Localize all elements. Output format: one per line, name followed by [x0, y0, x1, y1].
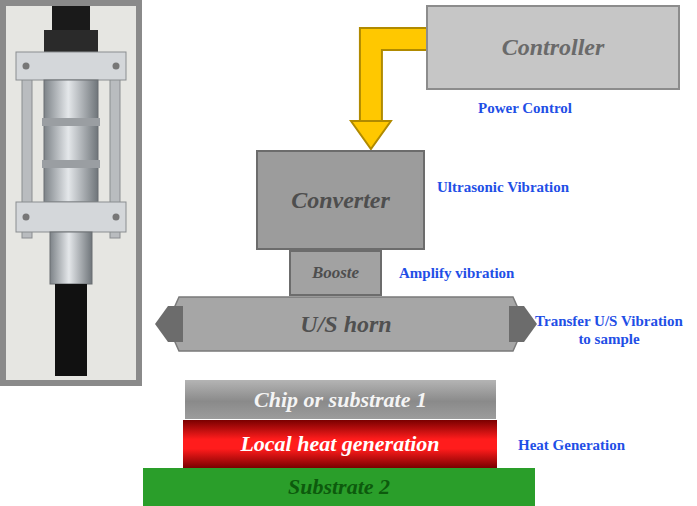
device-photo — [0, 0, 142, 386]
photo-frame — [0, 0, 142, 386]
screw — [113, 214, 120, 221]
photo-ground — [6, 6, 136, 380]
screw — [113, 63, 120, 70]
ring — [42, 160, 100, 168]
top-plate — [16, 52, 126, 80]
step-note: Ultrasonic Vibration — [437, 178, 569, 196]
lower-plate — [16, 202, 126, 232]
horn-end — [509, 306, 537, 342]
screw — [23, 63, 30, 70]
controller-box: Controller — [426, 5, 680, 90]
screw — [23, 214, 30, 221]
node-label: Chip or substrate 1 — [254, 387, 427, 413]
node-label: Booste — [312, 263, 359, 283]
heat-zone: Local heat generation — [183, 420, 497, 468]
horn-end — [155, 306, 183, 342]
arrow-head — [351, 121, 391, 149]
booster-box: Booste — [289, 250, 382, 296]
ring — [42, 118, 100, 126]
substrate-layer: Substrate 2 — [143, 468, 535, 506]
power-arrow — [351, 39, 426, 149]
node-label: U/S horn — [300, 311, 391, 338]
converter-body — [44, 80, 98, 202]
node-label: Controller — [502, 34, 605, 61]
node-label: Substrate 2 — [288, 474, 390, 500]
cable — [52, 6, 90, 32]
arrow-outline — [371, 39, 426, 123]
step-note: Heat Generation — [518, 436, 625, 454]
horn-shape: U/S horn — [155, 296, 537, 352]
step-note: Power Control — [478, 99, 572, 117]
booster-body — [50, 232, 92, 284]
step-note: Amplify vibration — [399, 264, 514, 282]
node-label: Converter — [291, 187, 390, 214]
step-note: Transfer U/S Vibration to sample — [533, 312, 685, 348]
horn-body — [167, 297, 525, 351]
node-label: Local heat generation — [240, 431, 439, 457]
connector-plug — [44, 30, 98, 52]
converter-box: Converter — [256, 150, 425, 250]
arrow-shaft — [371, 39, 426, 123]
chip-layer: Chip or substrate 1 — [185, 380, 496, 419]
horn-tip — [55, 284, 87, 376]
